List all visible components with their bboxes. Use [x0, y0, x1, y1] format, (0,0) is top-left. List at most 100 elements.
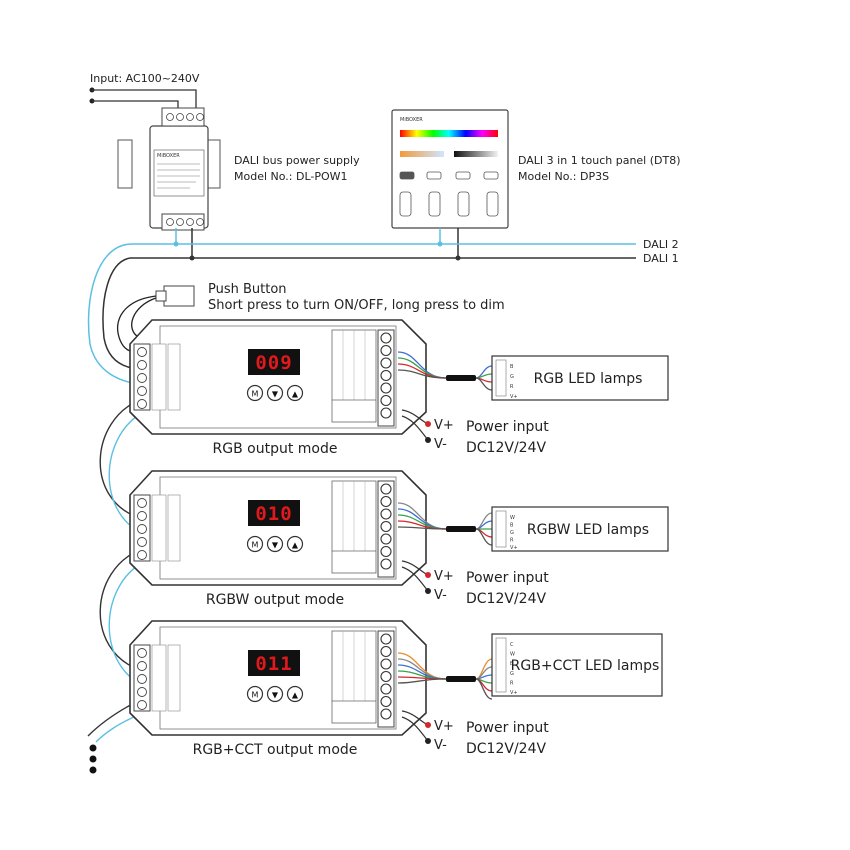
terminal-screw [137, 674, 147, 684]
push-button: Push Button Short press to turn ON/OFF, … [116, 282, 505, 354]
psu-model: Model No.: DL-POW1 [234, 170, 348, 183]
power-voltage-label: DC12V/24V [466, 741, 546, 757]
down-button [266, 685, 284, 703]
terminal-screw [137, 399, 147, 409]
v-plus-dot [425, 421, 431, 427]
terminal-screw [380, 357, 392, 369]
terminal-screw [380, 369, 392, 382]
terminal-screw [137, 373, 147, 383]
terminal-screw [380, 558, 392, 570]
push-button-desc: Short press to turn ON/OFF, long press t… [208, 298, 505, 313]
v-minus-dot [425, 437, 431, 443]
power-voltage-label: DC12V/24V [466, 591, 546, 607]
terminal-screw [380, 708, 392, 720]
dali-touch-panel: MiBOXER DALI 3 in 1 touch panel (DT8) Mo… [391, 109, 681, 229]
down-button-glyph: ▼ [272, 390, 279, 399]
v-minus-label: V- [434, 437, 447, 452]
m-button [246, 685, 264, 703]
lamp-pin-label: R [510, 680, 514, 686]
output-cable [446, 526, 476, 532]
v-minus-label: V- [434, 588, 447, 603]
psu-brand: MiBOXER [157, 153, 180, 159]
lamp-box [491, 355, 669, 401]
terminal-screw [137, 537, 147, 547]
v-minus-wire [401, 716, 429, 742]
lamp-connector [495, 359, 507, 397]
continuation-dot [89, 755, 97, 763]
terminal-screw [137, 360, 147, 370]
down-button-glyph: ▼ [272, 541, 279, 550]
push-button-title: Push Button [208, 282, 287, 297]
lamp-pin-label: V+ [510, 690, 518, 696]
v-minus-wire [401, 415, 429, 441]
m-button [246, 535, 264, 553]
lamp-pin-label: B [510, 364, 514, 370]
lamp-pin-label: W [510, 515, 515, 521]
up-button [286, 685, 304, 703]
lamp-label: RGB+CCT LED lamps [511, 658, 660, 674]
lamp-connector [495, 637, 507, 693]
terminal-screw [380, 695, 392, 708]
dali-power-supply: MiBOXER DALI bus power supply Model No.:… [117, 107, 360, 231]
terminal-screw [137, 386, 147, 396]
lamp-connector [495, 510, 507, 548]
output-cable [446, 676, 476, 682]
v-minus-wire [401, 566, 429, 592]
output-wire [397, 369, 493, 391]
up-button-glyph: ▲ [292, 390, 299, 399]
lamp-label: RGB LED lamps [534, 371, 643, 387]
mode-caption: RGB output mode [213, 441, 338, 457]
v-plus-label: V+ [434, 719, 454, 734]
power-voltage-label: DC12V/24V [466, 440, 546, 456]
m-button-glyph: M [252, 691, 259, 700]
lamp-pin-label: R [510, 384, 514, 390]
terminal-screw [380, 495, 392, 508]
output-cable [446, 375, 476, 381]
lamp-pin-label: G [510, 530, 514, 536]
terminal-screw [380, 407, 392, 419]
v-plus-dot [425, 722, 431, 728]
terminal-screw [380, 670, 392, 683]
terminal-screw [380, 344, 392, 357]
display-value: 011 [255, 653, 292, 675]
v-plus-label: V+ [434, 418, 454, 433]
dali1-label: DALI 1 [643, 252, 679, 265]
lamp-box [491, 633, 663, 697]
power-input-label: Power input [466, 570, 549, 586]
terminal-screw [137, 661, 147, 671]
output-wire [397, 678, 493, 700]
lamp-pin-label: V+ [510, 394, 518, 400]
terminal-screw [380, 683, 392, 695]
terminal-screw [137, 550, 147, 560]
terminal-screw [380, 382, 392, 394]
lamp-pin-label: B [510, 523, 514, 529]
terminal-screw [380, 533, 392, 545]
display-value: 009 [255, 352, 292, 374]
continuation-dot [89, 744, 97, 752]
down-button [266, 535, 284, 553]
v-minus-dot [425, 588, 431, 594]
output-wire [397, 526, 493, 546]
terminal-screw [380, 332, 392, 344]
v-plus-label: V+ [434, 569, 454, 584]
segment-display [248, 650, 300, 676]
v-minus-dot [425, 738, 431, 744]
display-value: 010 [255, 503, 292, 525]
lamp-box [491, 506, 669, 552]
v-minus-label: V- [434, 738, 447, 753]
terminal-screw [137, 524, 147, 534]
lamp-label: RGBW LED lamps [527, 522, 649, 538]
mode-caption: RGB+CCT output mode [193, 742, 358, 758]
terminal-screw [380, 520, 392, 533]
terminal-screw [380, 394, 392, 407]
up-button-glyph: ▲ [292, 691, 299, 700]
lamp-pin-label: G [510, 671, 514, 677]
terminal-screw [137, 687, 147, 697]
terminal-screw [137, 700, 147, 710]
continuation-dot [89, 766, 97, 774]
up-button [286, 535, 304, 553]
lamp-pin-label: V+ [510, 545, 518, 551]
